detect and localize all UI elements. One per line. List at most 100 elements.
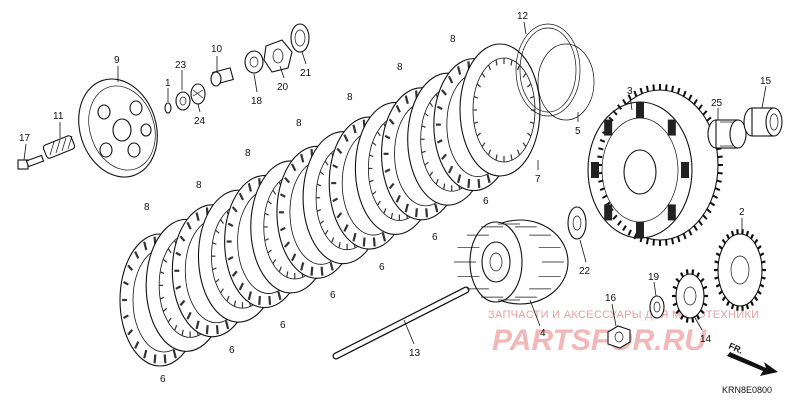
gear-tooth xyxy=(672,302,678,307)
gear-tooth xyxy=(597,155,603,159)
gear-tooth xyxy=(652,84,655,91)
gear-tooth xyxy=(750,234,754,240)
callout-6-g: 6 xyxy=(483,196,489,207)
gear-tooth xyxy=(716,179,722,183)
gear-tooth xyxy=(696,272,700,278)
callout-8-a: 8 xyxy=(144,202,150,213)
gear-teeth-14 xyxy=(672,269,708,323)
gear-tooth xyxy=(717,155,723,159)
callout-8-b: 8 xyxy=(196,180,202,191)
gear-tooth xyxy=(730,230,735,237)
callout-6-e: 6 xyxy=(379,262,385,273)
gear-tooth xyxy=(753,238,759,244)
callout-19: 19 xyxy=(648,272,660,283)
gear-tooth xyxy=(693,98,698,105)
basket-slot xyxy=(667,204,676,221)
callout-15: 15 xyxy=(760,76,772,87)
callout-6-d: 6 xyxy=(330,290,336,301)
callout-3: 3 xyxy=(627,86,633,97)
callout-12: 12 xyxy=(517,11,529,22)
basket-slot xyxy=(591,162,599,178)
gear-tooth xyxy=(685,269,689,275)
gear-tooth xyxy=(645,85,649,92)
gear-tooth xyxy=(601,194,608,199)
gear-tooth xyxy=(688,229,693,236)
gear-tooth xyxy=(696,314,700,320)
gear-tooth xyxy=(702,302,708,307)
clutch-spring-part xyxy=(42,135,76,159)
gear-tooth xyxy=(712,194,719,199)
callout-8-d: 8 xyxy=(296,118,302,129)
clutch-outer-part xyxy=(587,89,719,241)
callout-6-c: 6 xyxy=(280,320,286,331)
gear-tooth xyxy=(709,201,716,207)
callout-1: 1 xyxy=(165,78,171,89)
watermark-caption: ЗАПЧАСТИ И АКСЕССУАРЫ ДЛЯ МОТОТЕХНИКИ xyxy=(488,309,759,321)
gear-teeth-2 xyxy=(714,229,766,311)
gear-tooth xyxy=(757,245,762,250)
basket-slot xyxy=(604,204,613,221)
gear-tooth xyxy=(622,98,627,105)
clutch-center-part xyxy=(469,219,569,305)
gear-tooth xyxy=(718,290,723,295)
gear-tooth xyxy=(691,269,695,275)
pressure-plate-part xyxy=(78,78,158,178)
callout-4: 4 xyxy=(540,328,546,339)
gear-tooth xyxy=(714,187,721,191)
callout-11: 11 xyxy=(53,111,64,122)
gear-tooth xyxy=(757,290,762,295)
callout-24: 24 xyxy=(194,116,206,127)
callout-6-f: 6 xyxy=(432,232,438,243)
gear-tooth xyxy=(685,317,689,323)
bolt-part xyxy=(17,154,45,170)
callout-6-b: 6 xyxy=(229,345,235,356)
gear-tooth xyxy=(717,171,723,175)
gear-tooth xyxy=(672,285,678,290)
gear-tooth xyxy=(675,309,681,315)
gear-tooth xyxy=(715,252,721,257)
needle-bearing-part xyxy=(707,119,747,149)
gear-tooth xyxy=(622,225,627,232)
gear-tooth xyxy=(691,317,695,323)
gear-tooth xyxy=(726,300,730,306)
gear-tooth xyxy=(715,283,721,288)
collar-part xyxy=(743,107,783,137)
gear-tooth xyxy=(721,238,727,244)
gear-tooth xyxy=(721,296,727,302)
gear-tooth xyxy=(633,90,638,97)
nut-part xyxy=(607,325,631,349)
basket-slot xyxy=(667,119,676,136)
gear-tooth xyxy=(676,236,681,243)
gear-tooth xyxy=(698,104,703,110)
callout-8-e: 8 xyxy=(347,92,353,103)
gear-tooth xyxy=(599,187,606,191)
gear-tooth xyxy=(598,147,604,151)
gear-tooth xyxy=(627,229,632,236)
basket-slot xyxy=(636,222,644,238)
callout-16: 16 xyxy=(605,293,617,304)
gear-tooth xyxy=(652,239,655,246)
callout-14: 14 xyxy=(700,334,712,345)
callout-8-g: 8 xyxy=(450,34,456,45)
callout-8-c: 8 xyxy=(245,148,251,159)
callout-labels: 9 1 23 24 10 18 20 21 11 17 12 5 7 3 25 … xyxy=(19,11,772,385)
watermark-brand: PARTSFOR.RU xyxy=(492,324,707,357)
diagram-code: KRN8E0800 xyxy=(722,385,772,395)
basket-slot xyxy=(681,162,689,178)
callout-17: 17 xyxy=(19,133,31,144)
gear-tooth xyxy=(612,214,618,220)
gear-tooth xyxy=(599,139,606,143)
clutch-plate xyxy=(459,43,541,177)
gear-tooth xyxy=(680,272,684,278)
callout-25: 25 xyxy=(711,98,723,109)
gear-tooth xyxy=(676,87,681,94)
basket-slot xyxy=(604,119,613,136)
gear-tooth xyxy=(706,208,712,214)
gear-tooth xyxy=(639,87,644,94)
shaft-part xyxy=(332,286,470,360)
gear-tooth xyxy=(665,84,668,91)
gear-tooth xyxy=(718,245,723,250)
gear-tooth xyxy=(745,303,750,310)
gear-tooth xyxy=(671,85,675,92)
